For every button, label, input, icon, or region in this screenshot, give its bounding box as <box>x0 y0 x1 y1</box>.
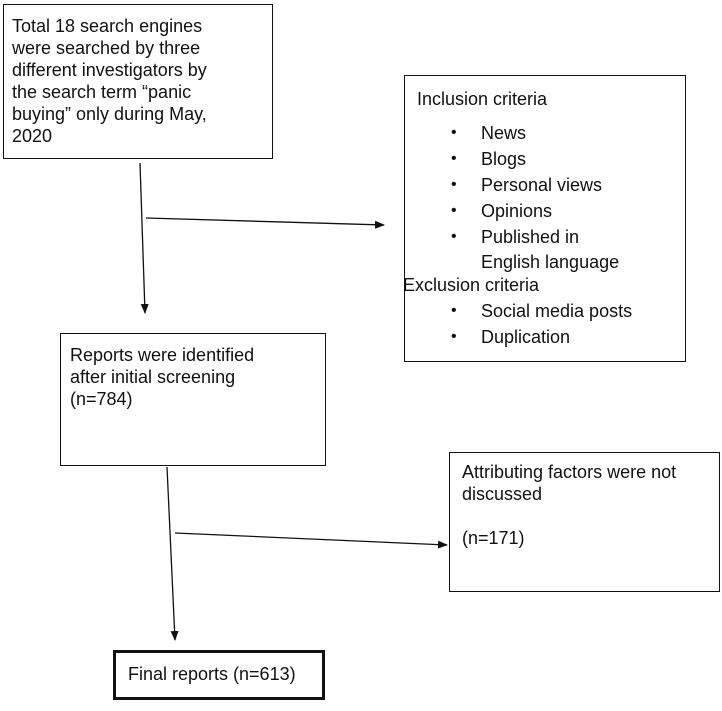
final-reports-label: Final reports (n=613) <box>128 664 296 684</box>
bullet-icon: • <box>451 202 457 219</box>
inclusion-item-label: News <box>481 123 527 143</box>
exclusion-item-label: Social media posts <box>481 301 633 321</box>
box-text-line: 2020 <box>12 126 53 146</box>
reports-identified-box: Reports were identified after initial sc… <box>60 333 326 466</box>
bullet-icon: • <box>451 176 457 193</box>
bullet-icon: • <box>451 328 457 345</box>
excluded-reports-box: Attributing factors were not discussed (… <box>449 452 720 592</box>
box-text-line: (n=784) <box>70 389 133 409</box>
final-reports-box: Final reports (n=613) <box>113 650 325 700</box>
box-text-line: different investigators by <box>12 60 207 80</box>
inclusion-item: • Published in <box>451 226 580 248</box>
box-text-line: discussed <box>462 484 543 504</box>
box-text-line: Reports were identified <box>70 345 255 365</box>
inclusion-item: • Opinions <box>451 200 553 222</box>
box-text-line: were searched by three <box>12 38 201 58</box>
box-text-line: the search term “panic <box>12 82 192 102</box>
inclusion-item: • News <box>451 122 527 144</box>
inclusion-item-label: Personal views <box>481 175 603 195</box>
inclusion-item: • Personal views <box>451 174 603 196</box>
inclusion-item-label: Blogs <box>481 149 527 169</box>
exclusion-item-label: Duplication <box>481 327 571 347</box>
inclusion-item: • Blogs <box>451 148 527 170</box>
arrow-reports-to-final <box>166 466 179 641</box>
box-text-line: buying” only during May, <box>12 104 207 124</box>
box-text-line: after initial screening <box>70 367 236 387</box>
bullet-icon: • <box>451 124 457 141</box>
exclusion-item: • Duplication <box>451 326 571 348</box>
inclusion-criteria-heading: Inclusion criteria <box>417 89 548 109</box>
exclusion-criteria-heading: Exclusion criteria <box>403 275 540 295</box>
bullet-icon: • <box>451 150 457 167</box>
inclusion-item-label: English language <box>481 252 620 272</box>
search-description-box: Total 18 search engines were searched by… <box>3 4 273 159</box>
bullet-icon: • <box>451 302 457 319</box>
arrow-start-to-criteria <box>145 217 385 229</box>
box-text-spacer <box>462 505 707 527</box>
inclusion-item-label: Published in <box>481 227 580 247</box>
bullet-icon: • <box>451 228 457 245</box>
exclusion-item: • Social media posts <box>451 300 633 322</box>
box-text-line: Attributing factors were not <box>462 462 677 482</box>
arrow-start-to-reports <box>139 162 149 314</box>
inclusion-item-label: Opinions <box>481 201 553 221</box>
box-text-line: (n=171) <box>462 528 525 548</box>
criteria-box: Inclusion criteria • News • Blogs • Pers… <box>403 75 686 362</box>
arrow-reports-to-excluded <box>174 532 448 549</box>
box-text-line: Total 18 search engines <box>12 16 203 36</box>
inclusion-item-continuation: English language <box>481 251 619 273</box>
